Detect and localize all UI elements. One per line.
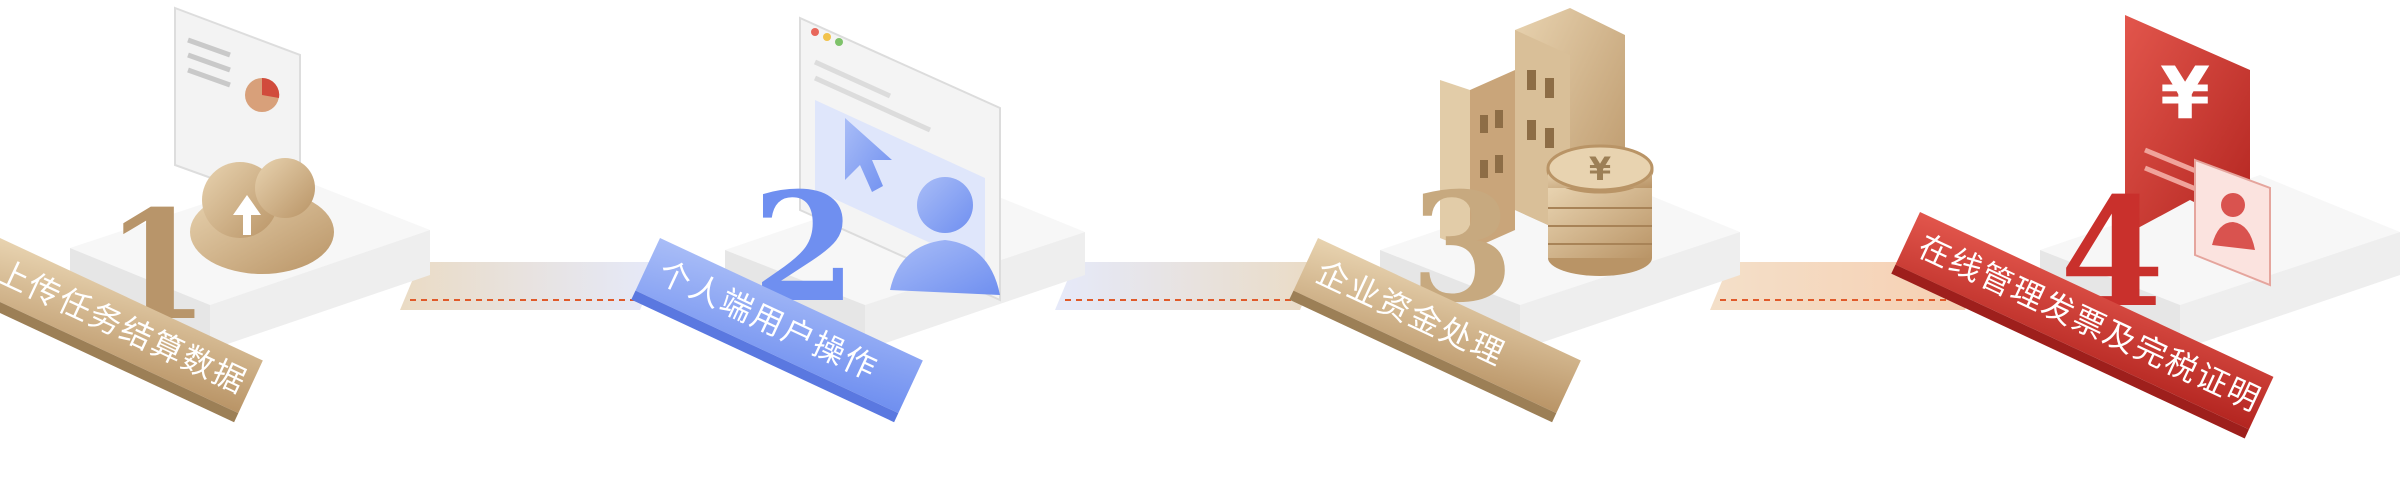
document-chart-icon: [174, 6, 301, 212]
svg-text:¥: ¥: [1589, 150, 1611, 188]
connector-1: [400, 262, 660, 310]
cursor-icon: [845, 118, 892, 192]
coin-stack-icon: ¥: [1546, 144, 1654, 276]
certificate-user-icon: [2194, 158, 2271, 287]
step-3: ¥ 3 企业资金处理: [1289, 8, 1740, 423]
connector-2: [1055, 262, 1320, 310]
svg-text:¥: ¥: [2160, 51, 2210, 135]
step-2: 2 个人端用户操作: [631, 16, 1085, 423]
cloud-upload-icon: [190, 158, 334, 274]
user-avatar-icon: [890, 177, 1000, 295]
step-1: 1 上传任务结算数据: [0, 6, 430, 423]
step-4: ¥ 4 在线管理发票及完税证明: [1891, 15, 2400, 439]
